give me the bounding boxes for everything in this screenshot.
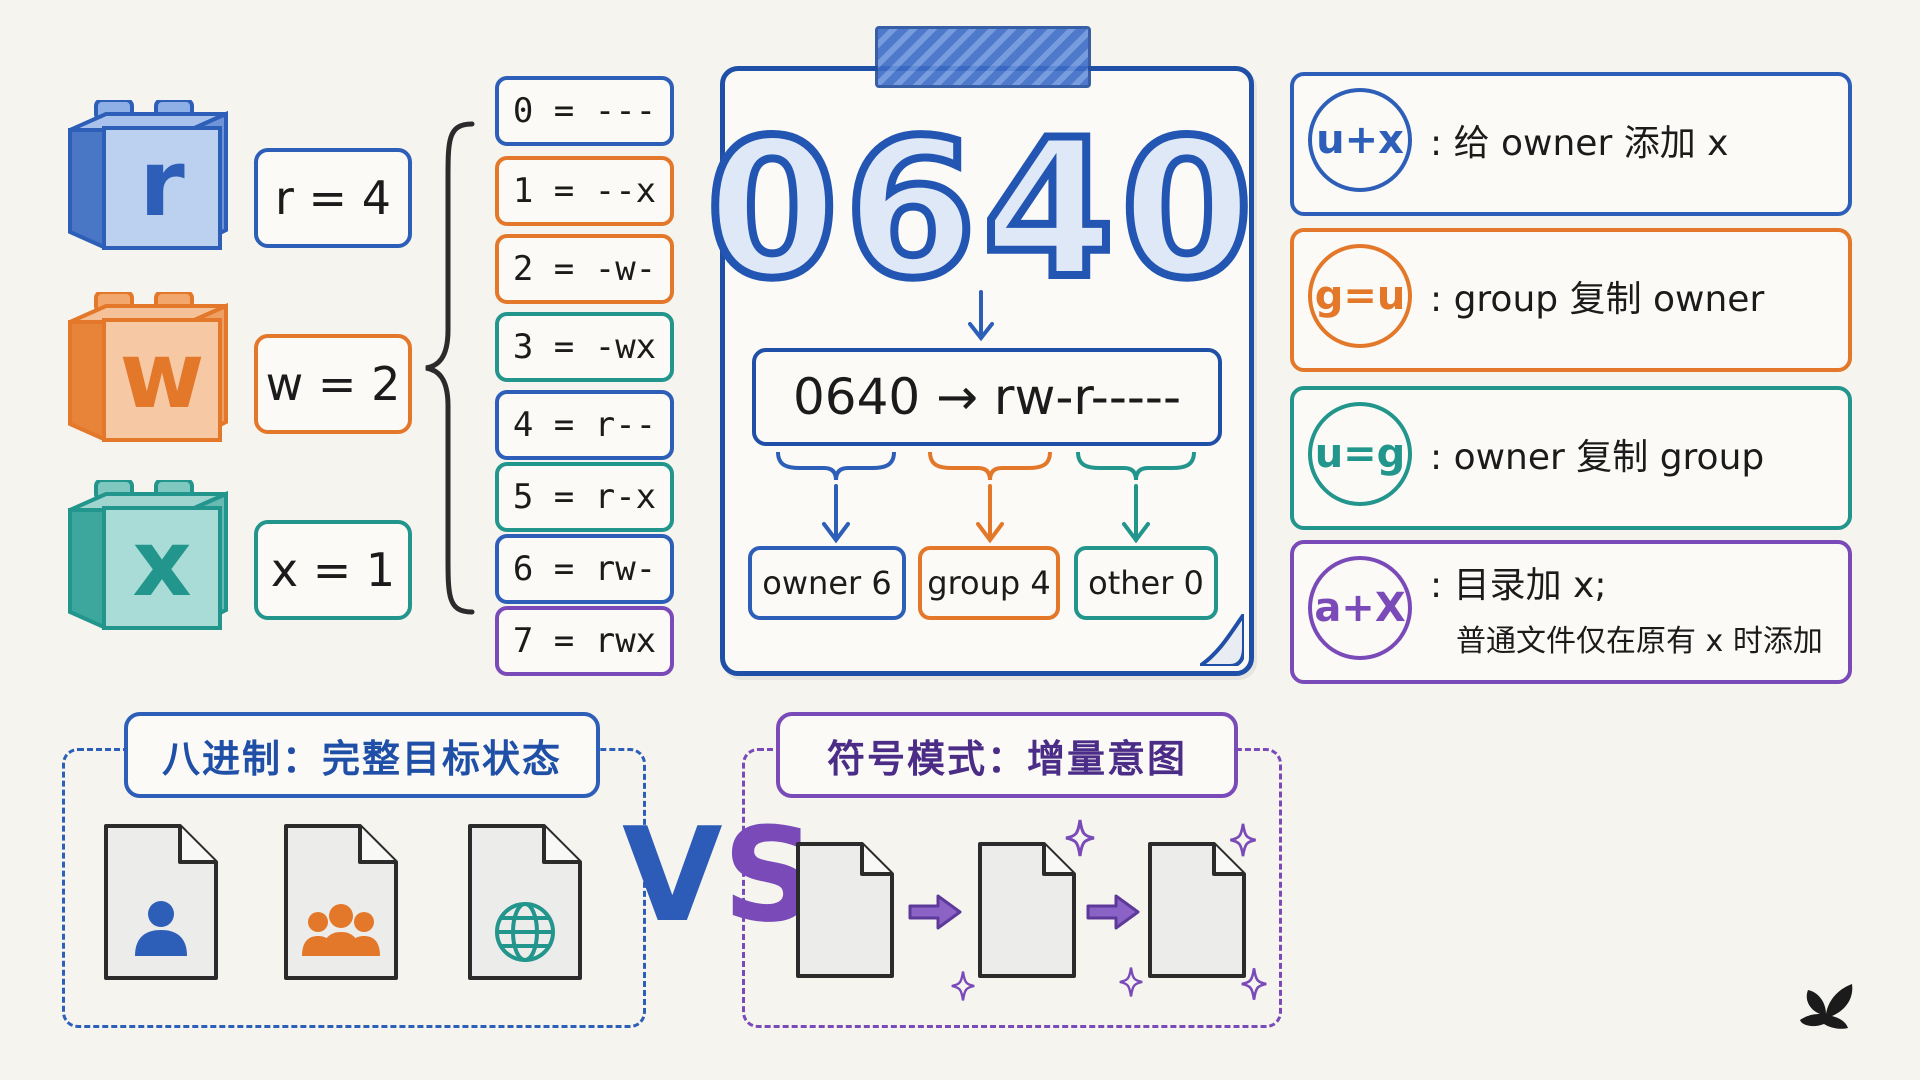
symbolic-row-a-plus-X: a+X : 目录加 x; 普通文件仅在原有 x 时添加 (1290, 540, 1852, 684)
symbol-circle: u=g (1308, 402, 1412, 506)
sparkle-icon (1119, 967, 1143, 997)
mapping-5: 5 = r-x (495, 462, 674, 532)
file-step-2 (978, 842, 1076, 978)
symbol-description-line2: 普通文件仅在原有 x 时添加 (1456, 624, 1823, 659)
symbol-circle: u+x (1308, 88, 1412, 192)
lego-block-w: w (66, 292, 231, 442)
role-group: group 4 (918, 546, 1060, 620)
symbol-description: : 目录加 x; 普通文件仅在原有 x 时添加 (1430, 544, 1838, 672)
file-step-3 (1148, 842, 1246, 978)
bit-value-r: r = 4 (254, 148, 412, 248)
sparkle-icon (1230, 823, 1256, 857)
lego-letter-w: w (119, 322, 205, 429)
arrow-down-icon (968, 290, 994, 342)
user-icon (135, 901, 187, 956)
symbolic-row-u-plus-x: u+x : 给 owner 添加 x (1290, 72, 1852, 216)
arrow-right-icon (908, 894, 962, 930)
role-owner: owner 6 (748, 546, 906, 620)
mapping-7: 7 = rwx (495, 606, 674, 676)
file-user (104, 824, 218, 980)
lego-letter-r: r (139, 130, 185, 237)
symbol-description: : group 复制 owner (1430, 279, 1765, 320)
arrow-right-icon (1086, 894, 1140, 930)
mapping-2: 2 = -w- (495, 234, 674, 304)
symbolic-panel-title: 符号模式：增量意图 (776, 712, 1238, 798)
mapping-1: 1 = --x (495, 156, 674, 226)
lego-block-r: r (66, 100, 231, 250)
sparkle-icon (1241, 968, 1267, 1000)
globe-icon (495, 902, 555, 962)
symbolic-row-g-equals-u: g=u : group 复制 owner (1290, 228, 1852, 372)
symbol-circle: a+X (1308, 556, 1412, 660)
symbol-description: : 给 owner 添加 x (1430, 123, 1729, 164)
mapping-6: 6 = rw- (495, 534, 674, 604)
butterfly-logo-icon (1800, 984, 1853, 1029)
bit-value-w: w = 2 (254, 334, 412, 434)
symbol-description: : owner 复制 group (1430, 437, 1765, 478)
file-globe (468, 824, 582, 980)
sparkle-icon (951, 971, 975, 1001)
tape-decoration (875, 26, 1091, 88)
group-braces (776, 451, 1196, 544)
role-other: other 0 (1074, 546, 1218, 620)
page-curl-icon (1200, 614, 1244, 666)
file-step-1 (796, 842, 894, 978)
mapping-4: 4 = r-- (495, 390, 674, 460)
vs-v: V (622, 799, 723, 951)
mapping-3: 3 = -wx (495, 312, 674, 382)
mapping-0: 0 = --- (495, 76, 674, 146)
symbol-description-line1: : 目录加 x; (1430, 565, 1607, 606)
conversion-box: 0640 → rw-r----- (752, 348, 1222, 446)
file-group (284, 824, 398, 980)
symbolic-row-u-equals-g: u=g : owner 复制 group (1290, 386, 1852, 530)
lego-letter-x: x (132, 510, 192, 617)
sparkle-icon (1065, 819, 1095, 857)
lego-block-x: x (66, 480, 231, 630)
group-icon (302, 904, 380, 956)
big-octal-number: 0640 (702, 99, 1259, 320)
octal-panel-title: 八进制：完整目标状态 (124, 712, 600, 798)
vs-label: VS (622, 810, 816, 960)
curly-brace (425, 121, 475, 615)
symbol-circle: g=u (1308, 244, 1412, 348)
bit-value-x: x = 1 (254, 520, 412, 620)
